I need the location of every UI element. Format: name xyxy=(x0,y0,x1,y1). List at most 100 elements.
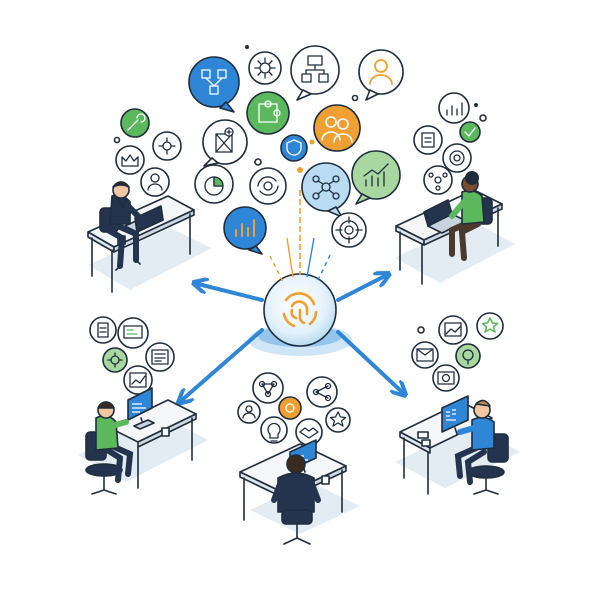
bubble-mail xyxy=(411,341,439,369)
target-icon xyxy=(335,216,363,244)
idea-bubbles-center xyxy=(188,45,404,255)
mail-icon xyxy=(416,348,434,362)
bubble-gear-green xyxy=(102,347,128,373)
trend-icon xyxy=(129,372,147,388)
bubble-slides xyxy=(117,317,149,349)
bubble-pie xyxy=(194,164,234,204)
gear-icon xyxy=(254,57,276,79)
presentation-icon xyxy=(123,325,143,339)
handshake-icon xyxy=(299,427,319,439)
gear-icon xyxy=(158,137,176,155)
bubble-network-small xyxy=(252,372,284,404)
bubble-people-small xyxy=(237,400,261,424)
puzzle-icon xyxy=(258,100,281,123)
team-icon xyxy=(321,116,353,143)
bubble-wrench xyxy=(120,108,150,138)
worker-in-green-shirt xyxy=(449,171,493,261)
support-icon xyxy=(462,349,474,365)
image-icon xyxy=(444,322,462,337)
bubble-lightbulb xyxy=(260,416,288,444)
document-icon xyxy=(215,127,234,153)
worker-in-green-shirt xyxy=(85,401,134,495)
network-nodes-icon xyxy=(258,380,278,398)
molecule-icon xyxy=(312,175,340,200)
workstation-top-left xyxy=(87,108,212,293)
team-icon xyxy=(242,405,256,419)
bubble-camera xyxy=(432,364,460,392)
target-icon xyxy=(449,150,465,166)
bubble-shield xyxy=(280,134,308,162)
bubble-document xyxy=(202,119,248,167)
bubble-gear xyxy=(248,51,282,85)
arrow-to-bottom-right xyxy=(336,330,402,392)
distribution-arrows xyxy=(182,276,402,400)
worker-in-blue-shirt xyxy=(454,399,509,495)
star-icon xyxy=(329,411,347,427)
bubble-support xyxy=(455,343,481,369)
phone xyxy=(417,431,431,447)
bubble-cycle xyxy=(249,167,287,205)
share-icon xyxy=(312,382,332,402)
bubble-growth xyxy=(351,150,401,205)
lightbulb-icon xyxy=(267,422,281,442)
bubble-trend xyxy=(123,365,153,395)
bubble-molecule xyxy=(301,162,351,218)
bubble-doc-small xyxy=(413,125,443,155)
arrow-to-top-left xyxy=(198,284,264,302)
network-nodes-icon xyxy=(201,69,227,95)
wrench-icon xyxy=(127,113,146,131)
monitor xyxy=(127,387,155,430)
crown-icon xyxy=(121,154,139,167)
gear-icon xyxy=(107,352,123,368)
worker-in-blue-suit xyxy=(99,181,143,271)
workstation-top-right xyxy=(395,92,515,285)
bubble-list xyxy=(145,342,175,372)
bubble-molecule-small xyxy=(423,165,453,195)
star-icon xyxy=(481,317,499,333)
handshake-icon xyxy=(257,176,279,196)
bubble-target xyxy=(331,212,367,248)
bar-chart-icon xyxy=(235,219,255,237)
arrow-to-bottom-left xyxy=(182,328,264,400)
bar-chart-icon xyxy=(446,102,463,116)
bubble-network xyxy=(188,56,240,113)
central-hub xyxy=(248,273,352,356)
bubble-flowchart xyxy=(290,45,340,101)
user-icon xyxy=(369,59,393,85)
bar-chart-icon xyxy=(363,163,389,187)
bubble-star-small xyxy=(325,407,351,433)
arrow-to-top-right xyxy=(336,276,385,302)
molecule-icon xyxy=(428,172,448,191)
bubble-share xyxy=(306,376,338,408)
bubble-handshake xyxy=(295,418,323,446)
user-icon xyxy=(147,173,163,191)
bubble-puzzle xyxy=(246,91,290,135)
workstation-bottom-right xyxy=(395,312,520,495)
shield-icon xyxy=(286,139,302,156)
check-icon xyxy=(464,127,476,137)
bubble-user xyxy=(358,49,404,101)
bubble-image xyxy=(438,315,468,345)
bubble-user-small xyxy=(140,167,170,197)
workstation-bottom-left xyxy=(78,316,208,495)
mug xyxy=(161,427,170,437)
pie-chart-icon xyxy=(204,176,224,196)
workstation-bottom-center xyxy=(237,372,360,545)
bubble-target-small xyxy=(442,143,472,173)
camera-icon xyxy=(437,371,455,385)
flowchart-icon xyxy=(301,55,329,83)
monitor xyxy=(441,395,469,435)
bubble-team xyxy=(313,104,361,152)
bubble-gear-small xyxy=(152,131,182,161)
list-icon xyxy=(151,349,169,365)
bubble-crown xyxy=(115,145,145,175)
bubble-bars xyxy=(223,206,267,255)
mug xyxy=(321,475,330,485)
bubble-checklist xyxy=(89,316,117,344)
bubble-check-small xyxy=(459,121,481,143)
document-icon xyxy=(421,132,435,148)
medal-icon xyxy=(285,403,295,413)
bubble-chart-small xyxy=(438,92,470,124)
fingerprint-icon xyxy=(282,292,318,328)
